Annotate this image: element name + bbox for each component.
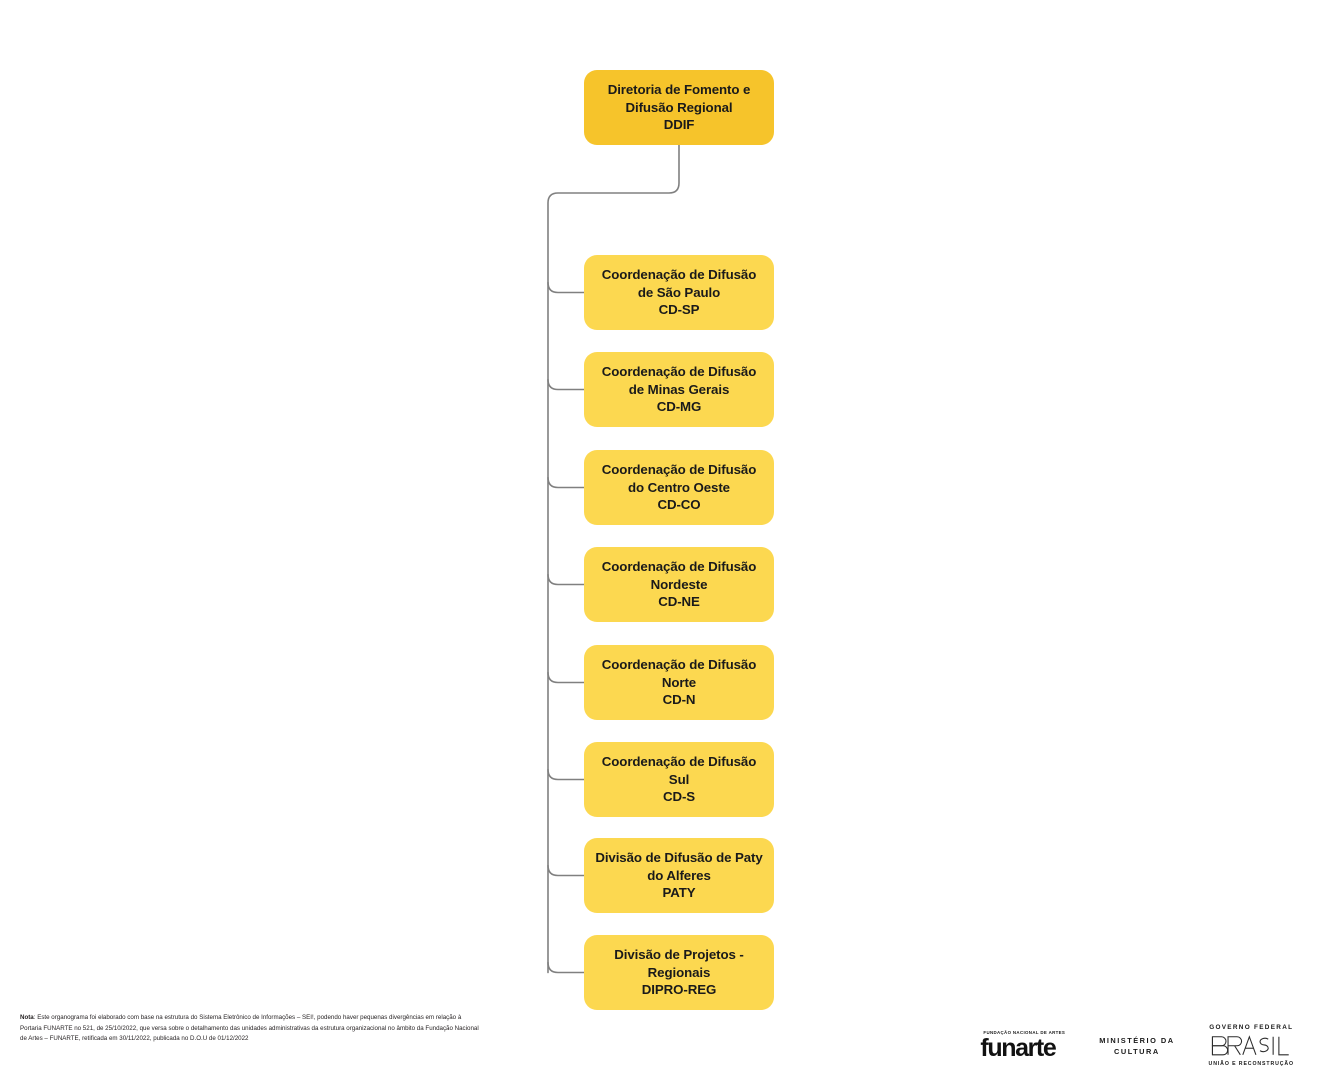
ministry-logo-line1: MINISTÉRIO DA	[1099, 1035, 1175, 1045]
funarte-logo: FUNDAÇÃO NACIONAL DE ARTES funarte	[980, 1029, 1066, 1063]
org-node-cd-n[interactable]: Coordenação de Difusão Norte CD-N	[584, 645, 774, 720]
gov-logo-bottom-text: UNIÃO E RECONSTRUÇÃO	[1208, 1060, 1294, 1067]
org-node-label: Coordenação de Difusão do Centro Oeste C…	[601, 461, 757, 513]
org-node-paty[interactable]: Divisão de Difusão de Paty do Alferes PA…	[584, 838, 774, 913]
footer-note: Nota: Este organograma foi elaborado com…	[20, 1013, 480, 1045]
org-node-label: Coordenação de Difusão de São Paulo CD-S…	[601, 266, 757, 318]
gov-logo-top-text: GOVERNO FEDERAL	[1209, 1024, 1294, 1032]
logo-strip: FUNDAÇÃO NACIONAL DE ARTES funarte MINIS…	[980, 1018, 1294, 1074]
footer-note-prefix: Nota	[20, 1014, 34, 1021]
org-node-cd-ne[interactable]: Coordenação de Difusão Nordeste CD-NE	[584, 547, 774, 622]
federal-government-logo: GOVERNO FEDERAL	[1208, 1024, 1294, 1067]
footer-note-body: : Este organograma foi elaborado com bas…	[20, 1014, 479, 1043]
org-node-cd-co[interactable]: Coordenação de Difusão do Centro Oeste C…	[584, 450, 774, 525]
funarte-logo-supratitle: FUNDAÇÃO NACIONAL DE ARTES	[983, 1029, 1066, 1035]
brasil-wordmark-icon	[1212, 1034, 1289, 1055]
org-node-label: Coordenação de Difusão Norte CD-N	[601, 656, 757, 708]
ministry-of-culture-logo: MINISTÉRIO DA CULTURA	[1099, 1035, 1174, 1058]
org-node-label: Divisão de Projetos - Regionais DIPRO-RE…	[614, 946, 744, 998]
org-node-label: Coordenação de Difusão Sul CD-S	[601, 753, 757, 805]
org-node-label: Diretoria de Fomento e Difusão Regional …	[607, 81, 751, 133]
org-node-cd-s[interactable]: Coordenação de Difusão Sul CD-S	[584, 742, 774, 817]
org-node-cd-sp[interactable]: Coordenação de Difusão de São Paulo CD-S…	[584, 255, 774, 330]
org-chart: Diretoria de Fomento e Difusão Regional …	[547, 70, 774, 1010]
org-node-ddif[interactable]: Diretoria de Fomento e Difusão Regional …	[584, 70, 774, 145]
footer: Nota: Este organograma foi elaborado com…	[0, 1010, 1322, 1080]
org-node-cd-mg[interactable]: Coordenação de Difusão de Minas Gerais C…	[584, 352, 774, 427]
ministry-logo-line2: CULTURA	[1114, 1047, 1160, 1056]
funarte-logo-wordmark: funarte	[980, 1034, 1056, 1063]
org-node-dipro-reg[interactable]: Divisão de Projetos - Regionais DIPRO-RE…	[584, 935, 774, 1010]
org-node-label: Coordenação de Difusão Nordeste CD-NE	[601, 558, 757, 610]
org-node-label: Coordenação de Difusão de Minas Gerais C…	[601, 363, 757, 415]
org-node-label: Divisão de Difusão de Paty do Alferes PA…	[595, 849, 763, 901]
